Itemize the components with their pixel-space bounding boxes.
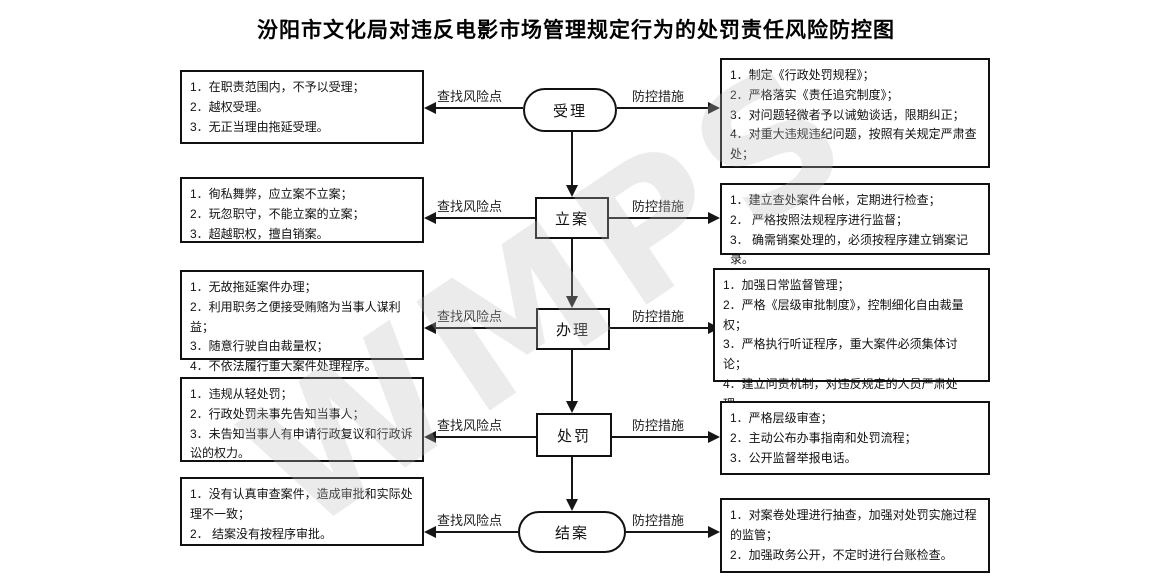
list-item: 1．徇私舞弊，应立案不立案； [190,187,353,201]
list-item: 2．玩忽职守，不能立案的立案； [190,206,365,221]
arrow-right-row4 [612,431,720,443]
list-item: 2． 结案没有按程序审批。 [190,526,333,541]
list-item: 4．不依法履行重大案件处理程序。 [190,359,377,374]
arrowhead-right-icon [708,431,720,443]
arrowhead-down-icon [566,499,578,511]
arrowhead-down-icon [566,185,578,197]
prevention-label: 防控措施 [632,89,685,104]
find-risk-label: 查找风险点 [437,199,503,214]
node-close: 结案 [518,511,626,553]
measure-box-handle: 1．加强日常监督管理； 2．严格《层级审批制度》，控制细化自由裁量权； 3．严格… [713,268,990,411]
arrowhead-left-icon [424,322,436,334]
list-item: 1．无故拖延案件办理； [190,280,317,294]
node-accept: 受理 [523,88,617,132]
arrow-right-row1 [617,102,720,114]
arrow-right-row5 [626,526,720,538]
list-item: 3．严格执行听证程序，重大案件必须集体讨论； [723,337,958,372]
list-item: 2．行政处罚未事先告知当事人； [190,406,365,421]
list-item: 1．在职责范围内，不予以受理； [190,80,365,94]
list-item: 3．对问题轻微者予以诫勉谈话，限期纠正； [730,107,965,122]
list-item: 3．随意行驶自由裁量权； [190,339,329,354]
list-item: 2．越权受理。 [190,99,269,114]
find-risk-label: 查找风险点 [437,89,503,104]
arrowhead-right-icon [708,212,720,224]
measure-box-accept: 1．制定《行政处罚规程》； 2．严格落实《责任追究制度》； 3．对问题轻微者予以… [720,58,990,168]
find-risk-label: 查找风险点 [437,418,503,433]
list-item: 1．严格层级审查； [730,411,833,425]
find-risk-label: 查找风险点 [437,309,503,324]
connector-punish-close [566,457,578,511]
risk-box-punish: 1．违规从轻处罚； 2．行政处罚未事先告知当事人； 3．未告知当事人有申请行政复… [180,377,424,462]
list-item: 1．建立查处案件台帐，定期进行检查； [730,193,941,207]
arrow-left-row4 [424,431,536,443]
arrowhead-left-icon [424,212,436,224]
node-handle: 办理 [536,308,610,350]
risk-box-filing: 1．徇私舞弊，应立案不立案； 2．玩忽职守，不能立案的立案； 3．超越职权，擅自… [180,177,424,243]
arrow-left-row1 [424,102,523,114]
list-item: 3．公开监督举报电话。 [730,450,857,465]
arrowhead-left-icon [424,526,436,538]
arrow-left-row3 [424,322,536,334]
connector-accept-filing [566,132,578,197]
list-item: 2．主动公布办事指南和处罚流程； [730,430,917,445]
list-item: 1．对案卷处理进行抽查，加强对处罚实施过程的监管； [730,508,977,542]
risk-box-close: 1．没有认真审查案件，造成审批和实际处理不一致； 2． 结案没有按程序审批。 [180,477,424,546]
list-item: 2．严格《层级审批制度》，控制细化自由裁量权； [723,297,964,332]
arrowhead-left-icon [424,431,436,443]
node-punish: 处罚 [536,413,612,457]
connector-filing-handle [566,239,578,308]
measure-box-filing: 1．建立查处案件台帐，定期进行检查； 2． 严格按照法规程序进行监督； 3． 确… [720,183,990,266]
list-item: 2． 严格按照法规程序进行监督； [730,212,909,227]
measure-box-punish: 1．严格层级审查； 2．主动公布办事指南和处罚流程； 3．公开监督举报电话。 [720,401,990,475]
risk-box-handle: 1．无故拖延案件办理； 2．利用职务之便接受贿赂为当事人谋利益； 3．随意行驶自… [180,270,424,373]
find-risk-label: 查找风险点 [437,513,503,528]
list-item: 1．违规从轻处罚； [190,387,293,401]
list-item: 1．加强日常监督管理； [723,278,850,292]
list-item: 2．利用职务之便接受贿赂为当事人谋利益； [190,299,401,334]
arrowhead-right-icon [708,102,720,114]
arrowhead-down-icon [566,401,578,413]
arrow-right-row3 [610,322,720,334]
prevention-label: 防控措施 [632,513,685,528]
list-item: 1．没有认真审查案件，造成审批和实际处理不一致； [190,487,413,521]
arrowhead-right-icon [708,526,720,538]
list-item: 2．加强政务公开，不定时进行台账检查。 [730,547,953,562]
prevention-label: 防控措施 [632,309,685,324]
arrow-right-row2 [609,212,720,224]
page-title: 汾阳市文化局对违反电影市场管理规定行为的处罚责任风险防控图 [257,18,895,42]
list-item: 3．未告知当事人有申请行政复议和行政诉讼的权力。 [190,426,413,461]
connector-handle-punish [566,350,578,413]
prevention-label: 防控措施 [632,418,685,433]
list-item: 3．超越职权，擅自销案。 [190,226,329,241]
arrowhead-down-icon [566,296,578,308]
list-item: 4．对重大违规违纪问题，按照有关规定严肃查处； [730,127,977,162]
arrow-left-row2 [424,212,535,224]
risk-box-accept: 1．在职责范围内，不予以受理； 2．越权受理。 3．无正当理由拖延受理。 [180,70,424,144]
measure-box-close: 1．对案卷处理进行抽查，加强对处罚实施过程的监管； 2．加强政务公开，不定时进行… [720,498,990,573]
list-item: 3．无正当理由拖延受理。 [190,119,329,134]
arrowhead-left-icon [424,102,436,114]
node-filing: 立案 [535,197,609,239]
list-item: 1．制定《行政处罚规程》； [730,68,875,82]
list-item: 2．严格落实《责任追究制度》； [730,87,899,102]
arrow-left-row5 [424,526,518,538]
list-item: 3． 确需销案处理的，必须按程序建立销案记录。 [730,232,969,267]
prevention-label: 防控措施 [632,199,685,214]
